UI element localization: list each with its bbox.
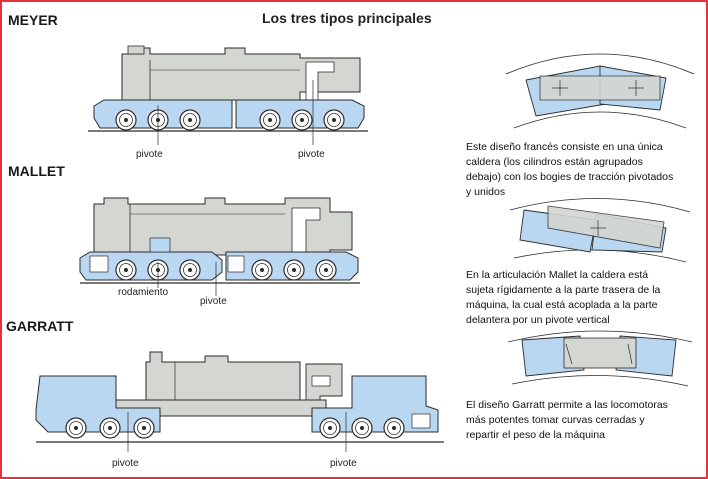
mallet-description: En la articulación Mallet la caldera est… — [466, 268, 660, 328]
mallet-label-2: pivote — [200, 296, 227, 307]
meyer-description-line: y unidos — [466, 186, 506, 198]
garratt-plan-view — [507, 330, 693, 387]
mallet-description-line: En la articulación Mallet la caldera est… — [466, 269, 649, 281]
garratt-label-1: pivote — [112, 458, 139, 469]
mallet-description-line: delantera por un pivote vertical — [466, 314, 610, 326]
heading-garratt: GARRATT — [6, 318, 74, 334]
garratt-description-line: repartir el peso de la máquina — [466, 429, 605, 441]
garratt-description-line: El diseño Garratt permite a las locomoto… — [466, 399, 668, 411]
meyer-locomotive — [88, 45, 368, 145]
mallet-label-1: rodamiento — [118, 287, 169, 298]
mallet-plan-view — [509, 198, 691, 263]
meyer-label-1: pivote — [136, 149, 163, 160]
meyer-description: Este diseño francés consiste en una únic… — [466, 140, 673, 200]
garratt-label-2: pivote — [330, 458, 357, 469]
garratt-description: El diseño Garratt permite a las locomoto… — [466, 398, 668, 443]
garratt-locomotive — [35, 351, 444, 452]
mallet-description-line: sujeta rígidamente a la parte trasera de… — [466, 284, 661, 296]
diagram-title: Los tres tipos principales — [262, 10, 432, 26]
garratt-description-line: más potentes tomar curvas cerradas y — [466, 414, 645, 426]
meyer-label-2: pivote — [298, 149, 325, 160]
mallet-description-line: máquina, la cual está acoplada a la part… — [466, 299, 658, 311]
meyer-description-line: debajo) con los bogies de tracción pivot… — [466, 171, 674, 183]
meyer-description-line: Este diseño francés consiste en una únic… — [466, 141, 663, 153]
meyer-plan-view — [505, 53, 695, 129]
meyer-description-line: caldera (los cilindros están agrupados — [466, 156, 643, 168]
heading-mallet: MALLET — [8, 163, 65, 179]
mallet-locomotive — [79, 197, 360, 296]
heading-meyer: MEYER — [8, 12, 58, 28]
